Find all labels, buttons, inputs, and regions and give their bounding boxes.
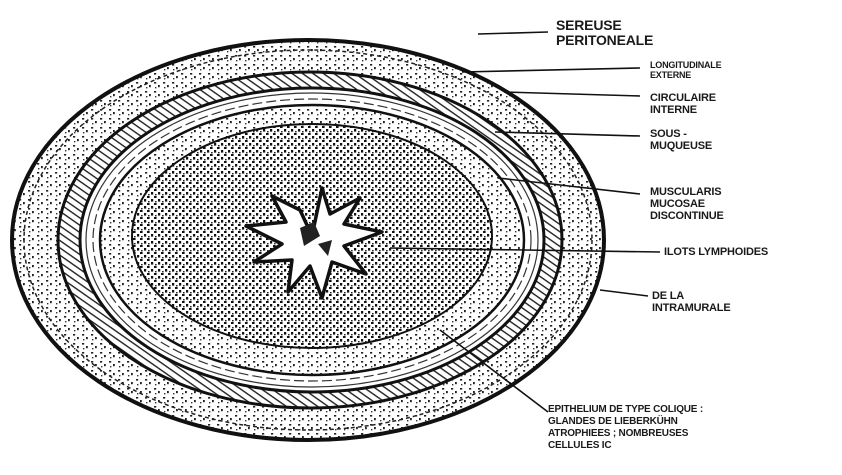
label-epithelium: EPITHELIUM DE TYPE COLIQUE : GLANDES DE … xyxy=(548,404,703,452)
label-circular-muscle: CIRCULAIRE INTERNE xyxy=(650,92,716,116)
label-muscularis-mucosae: MUSCULARIS MUCOSAE DISCONTINUE xyxy=(650,186,724,222)
label-submucosa: SOUS - MUQUEUSE xyxy=(650,128,712,152)
label-intramural: DE LA INTRAMURALE xyxy=(652,290,730,314)
label-longitudinal-muscle: LONGITUDINALE EXTERNE xyxy=(650,60,721,80)
label-serosa: SEREUSE PERITONEALE xyxy=(556,18,653,48)
label-lymphoid-islands: ILOTS LYMPHOIDES xyxy=(664,246,768,258)
